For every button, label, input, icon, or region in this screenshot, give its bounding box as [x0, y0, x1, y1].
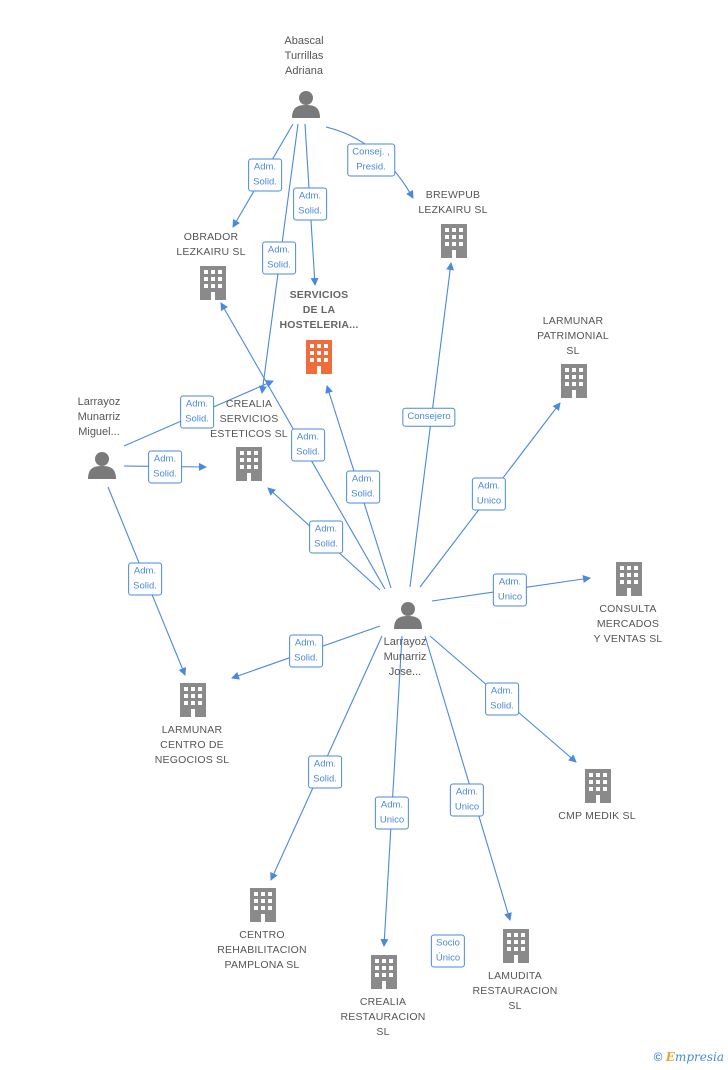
- edge-label: Adm. Unico: [471, 477, 507, 511]
- edge-label: Adm. Solid.: [262, 241, 296, 275]
- edge-label: Socio Único: [430, 934, 466, 968]
- edge-label: Adm. Solid.: [289, 634, 323, 668]
- edge-label: Adm. Unico: [492, 573, 528, 607]
- building-icon: [180, 683, 206, 717]
- edge-label: Consejero: [402, 407, 456, 427]
- building-icon: [585, 769, 611, 803]
- building-icon: [616, 562, 642, 596]
- company-label-brewpub-lezkairu[interactable]: BREWPUB LEZKAIRU SL: [418, 189, 488, 216]
- company-label-larmunar-centro[interactable]: LARMUNAR CENTRO DE NEGOCIOS SL: [154, 724, 230, 766]
- building-icon: [200, 266, 226, 300]
- building-icon: [236, 447, 262, 481]
- person-label-larrayoz-miguel[interactable]: Larrayoz Munarriz Miguel...: [77, 396, 121, 438]
- copyright-icon: ©: [653, 1050, 663, 1064]
- edge-label: Adm. Solid.: [308, 755, 342, 789]
- edge-label: Adm. Unico: [374, 796, 410, 830]
- company-label-cmp-medik[interactable]: CMP MEDIK SL: [558, 810, 636, 822]
- building-icon: [503, 929, 529, 963]
- building-icon: [250, 888, 276, 922]
- edge-label: Adm. Solid.: [248, 158, 282, 192]
- footer-brand[interactable]: © Empresia: [654, 1050, 724, 1064]
- edge-line: [424, 635, 512, 921]
- company-label-servicios-hosteleria[interactable]: SERVICIOS DE LA HOSTELERIA...: [279, 289, 359, 331]
- building-icon: [441, 224, 467, 258]
- company-label-larmunar-patrimonial[interactable]: LARMUNAR PATRIMONIAL SL: [537, 315, 609, 357]
- edge-label: Adm. Solid.: [148, 450, 182, 484]
- company-label-lamudita-restauracion[interactable]: LAMUDITA RESTAURACION SL: [472, 970, 558, 1012]
- company-label-obrador-lezkairu[interactable]: OBRADOR LEZKAIRU SL: [176, 231, 246, 258]
- edge-label: Adm. Solid.: [291, 428, 325, 462]
- edge-label: Adm. Solid.: [485, 682, 519, 716]
- edge-label: Adm. Solid.: [346, 470, 380, 504]
- edge-label: Adm. Solid.: [309, 520, 343, 554]
- building-icon-focus: [306, 340, 332, 374]
- company-label-centro-rehabilitacion[interactable]: CENTRO REHABILITACION PAMPLONA SL: [217, 929, 307, 971]
- building-icon: [371, 955, 397, 989]
- person-label-abascal[interactable]: Abascal Turrillas Adriana: [284, 35, 324, 77]
- edge-label: Adm. Unico: [449, 783, 485, 817]
- person-label-larrayoz-jose[interactable]: Larrayoz Munarriz Jose...: [383, 636, 427, 678]
- company-label-crealia-servicios[interactable]: CREALIA SERVICIOS ESTETICOS SL: [210, 398, 288, 440]
- person-icon: [292, 91, 320, 118]
- edge-label: Adm. Solid.: [293, 187, 327, 221]
- brand-logo: Empresia: [665, 1050, 724, 1064]
- person-icon: [88, 452, 116, 479]
- person-icon: [394, 602, 422, 629]
- edge-label: Adm. Solid.: [128, 562, 162, 596]
- company-label-consulta-mercados[interactable]: CONSULTA MERCADOS Y VENTAS SL: [593, 603, 663, 645]
- building-icon: [561, 364, 587, 398]
- edge-label: Adm. Solid.: [180, 395, 214, 429]
- edge-line: [380, 635, 403, 947]
- company-label-crealia-restauracion[interactable]: CREALIA RESTAURACION SL: [340, 996, 426, 1038]
- edge-label: Consej. , Presid.: [347, 143, 395, 177]
